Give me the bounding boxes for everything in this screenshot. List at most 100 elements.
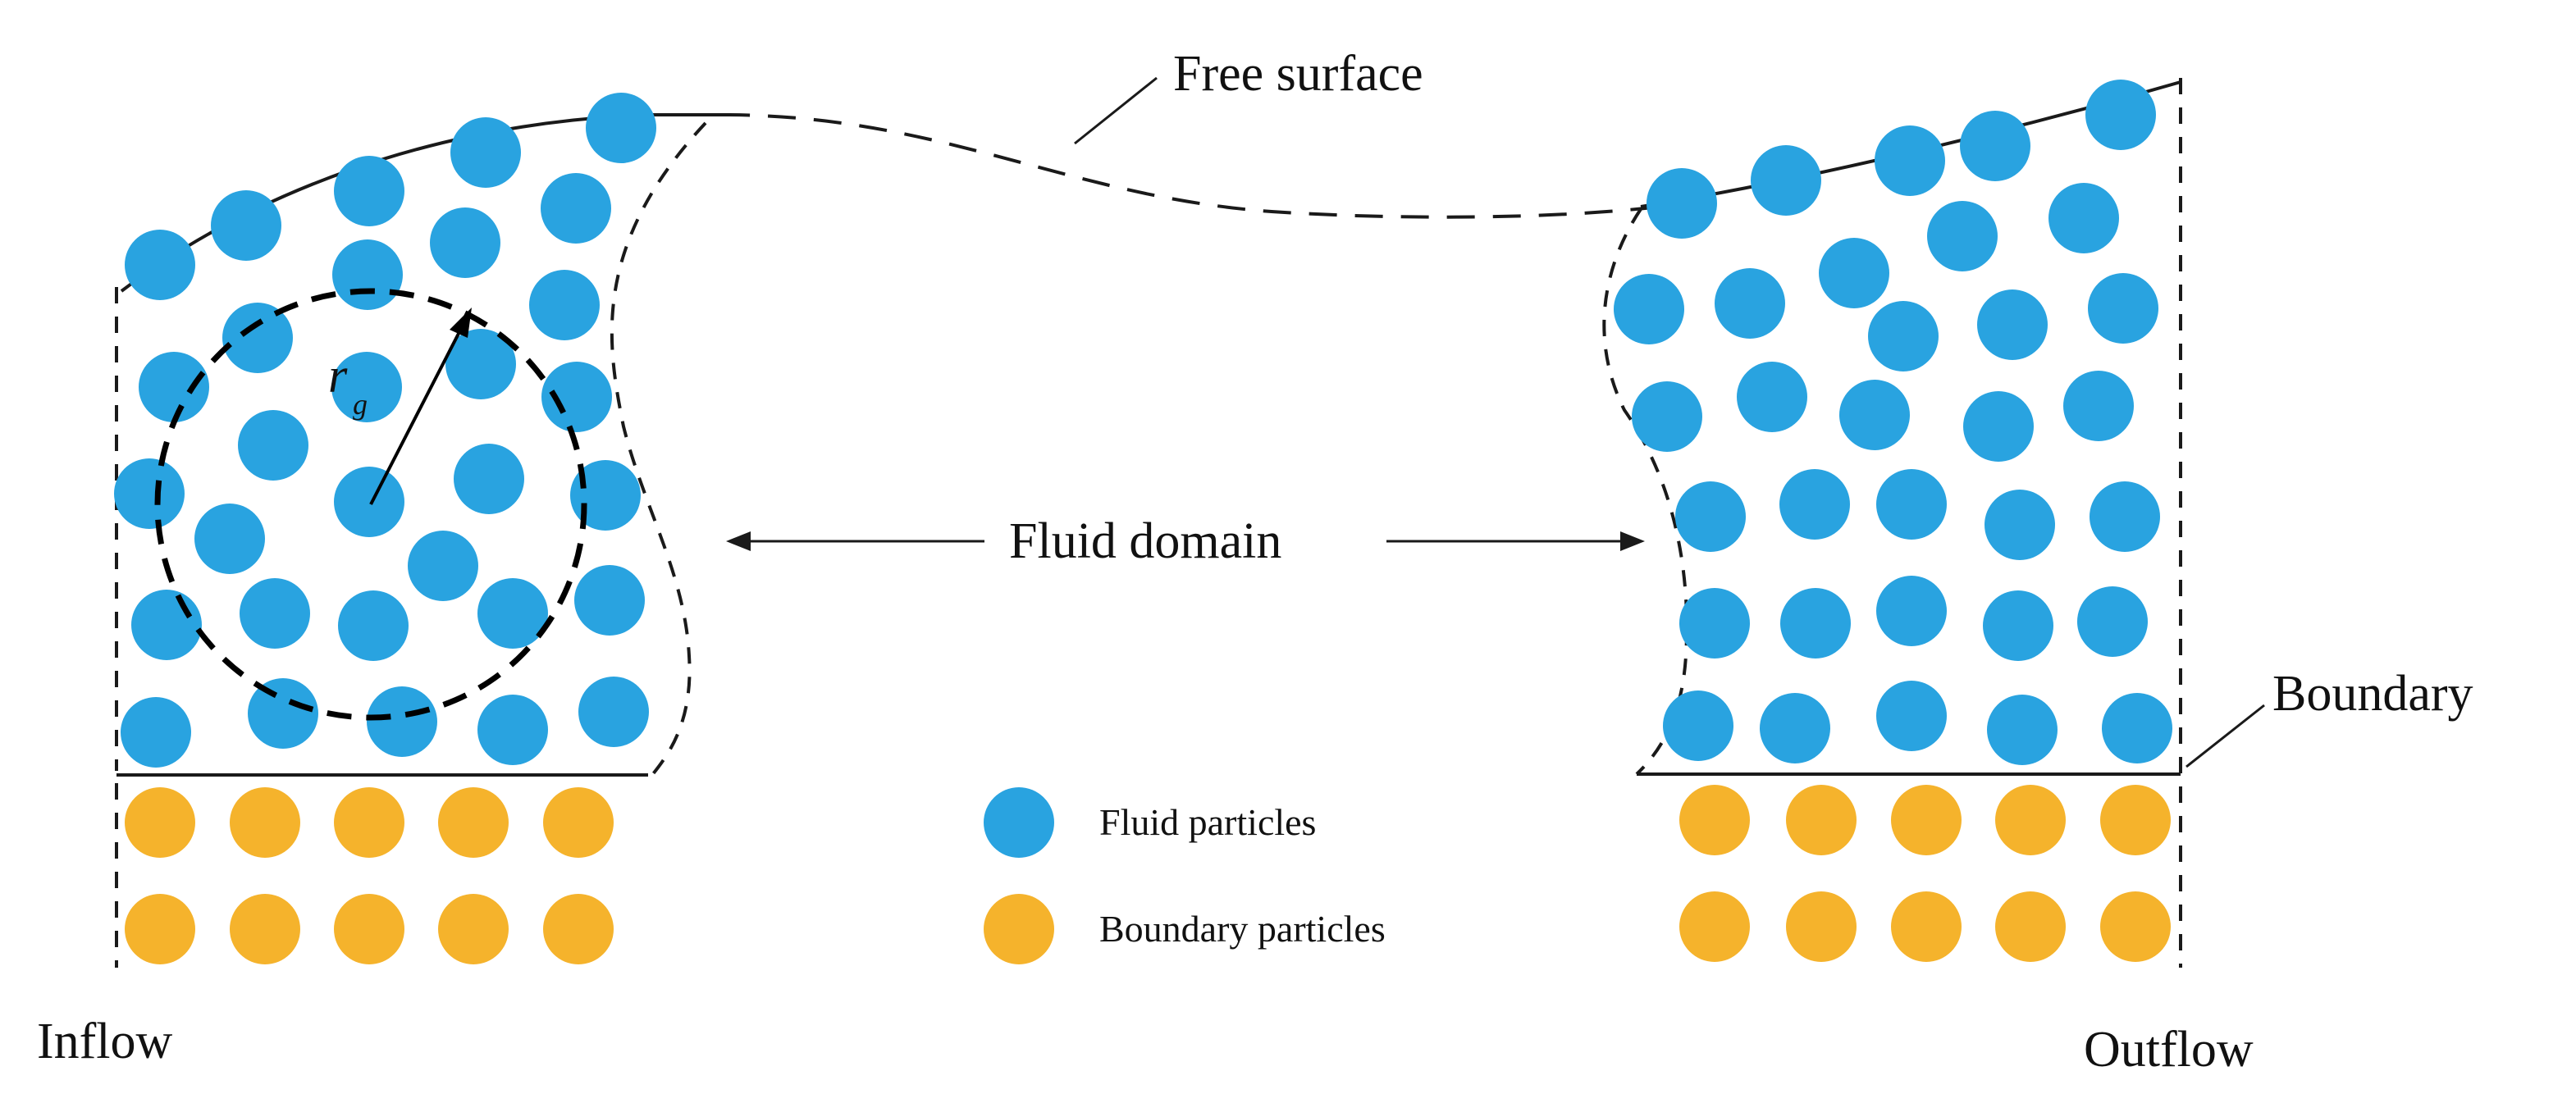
boundary-particle [1786,891,1857,962]
fluid-particle [211,190,281,261]
boundary-leader [2185,704,2265,768]
fluid-particle [430,207,500,278]
fluid-particle [408,531,478,601]
outflow-boundary-particles [1679,785,2171,962]
fluid-particle [2048,183,2119,253]
fluid-particle [1715,268,1785,339]
boundary-particle [438,787,509,858]
free-surface-curve [721,113,1674,219]
radius-arrowhead [450,308,472,338]
fluid-particle [1960,111,2030,181]
fluid-particle [2102,693,2172,763]
support-domain: r g [154,288,587,721]
boundary-particle [1891,785,1962,855]
fluid-particle [1780,588,1851,659]
fluid-particle [367,686,437,757]
fluid-particle [1876,576,1947,646]
fluid-particle [2063,371,2134,441]
fluid-particle [586,93,656,163]
fluid-particle [1760,693,1830,763]
boundary-particle [543,894,614,964]
fluid-particle [139,352,209,422]
inflow-label: Inflow [37,1014,173,1069]
fluid-particle [1977,289,2048,360]
free-surface-leader [1074,76,1158,145]
fluid-particle [1839,380,1910,450]
fluid-particle [1819,238,1889,308]
boundary-particle [1891,891,1962,962]
fluid-particle [1876,681,1947,751]
fluid-particle [125,230,195,300]
fluid-particle [2077,586,2148,657]
fluid-particle [529,270,600,340]
fluid-particle [477,695,548,765]
fluid-particle [454,444,524,514]
fluid-particle [1614,274,1684,344]
fluid-domain-arrow-right-head [1620,531,1645,551]
fluid-particle [1737,362,1807,432]
boundary-particle [1995,785,2066,855]
fluid-particle [1647,168,1717,239]
fluid-particle [114,458,185,529]
fluid-particle [332,239,403,310]
legend-fluid-swatch [984,787,1054,858]
legend-boundary-label: Boundary particles [1099,908,1386,950]
legend-boundary-swatch [984,894,1054,964]
fluid-particle [1632,381,1702,452]
fluid-particle [1675,481,1746,552]
fluid-particle [1963,391,2034,462]
boundary-particle [334,787,404,858]
fluid-particle [1751,145,1821,216]
boundary-particle [438,894,509,964]
fluid-particle [331,352,402,422]
boundary-particle [125,894,195,964]
fluid-particle [574,565,645,636]
fluid-particle [334,467,404,537]
radius-subscript: g [353,388,368,421]
fluid-particle [445,329,516,399]
boundary-particle [1786,785,1857,855]
legend-fluid-label: Fluid particles [1099,801,1316,843]
fluid-particle [194,504,265,574]
fluid-particle [240,578,310,649]
fluid-particle [248,678,318,749]
boundary-particle [334,894,404,964]
fluid-particle [2088,273,2158,344]
boundary-particle [2100,785,2171,855]
free-surface-label: Free surface [1173,46,1423,102]
boundary-particle [1679,891,1750,962]
inflow-right-boundary [610,121,707,777]
fluid-particle [334,156,404,226]
fluid-particle [338,590,409,661]
boundary-particle [543,787,614,858]
fluid-particle [1987,695,2058,765]
fluid-particle [238,410,308,481]
fluid-domain-arrow-left-head [726,531,751,551]
fluid-particle [1868,301,1939,371]
inflow-fluid-particles [114,93,656,768]
fluid-particle [222,303,293,373]
fluid-domain-annotation: Fluid domain [726,513,1645,569]
radius-arrow [369,323,465,505]
boundary-particle [1679,785,1750,855]
fluid-particle [131,590,202,660]
fluid-particle [2090,481,2160,552]
free-surface-annotation: Free surface [1074,46,1423,145]
fluid-particle [121,697,191,768]
fluid-particle [1927,201,1998,271]
fluid-particle [1983,590,2053,661]
fluid-particle [570,460,641,531]
fluid-particle [477,578,548,649]
fluid-particle [2085,80,2156,150]
outflow-label: Outflow [2084,1022,2254,1078]
outflow-fluid-particles [1614,80,2172,765]
legend: Fluid particles Boundary particles [984,787,1386,964]
fluid-domain-label: Fluid domain [1009,513,1281,569]
fluid-particle [1779,469,1850,540]
fluid-particle [541,173,611,244]
boundary-particle [230,894,300,964]
fluid-particle [1876,469,1947,540]
fluid-particle [1985,490,2055,560]
fluid-particle [578,677,649,747]
